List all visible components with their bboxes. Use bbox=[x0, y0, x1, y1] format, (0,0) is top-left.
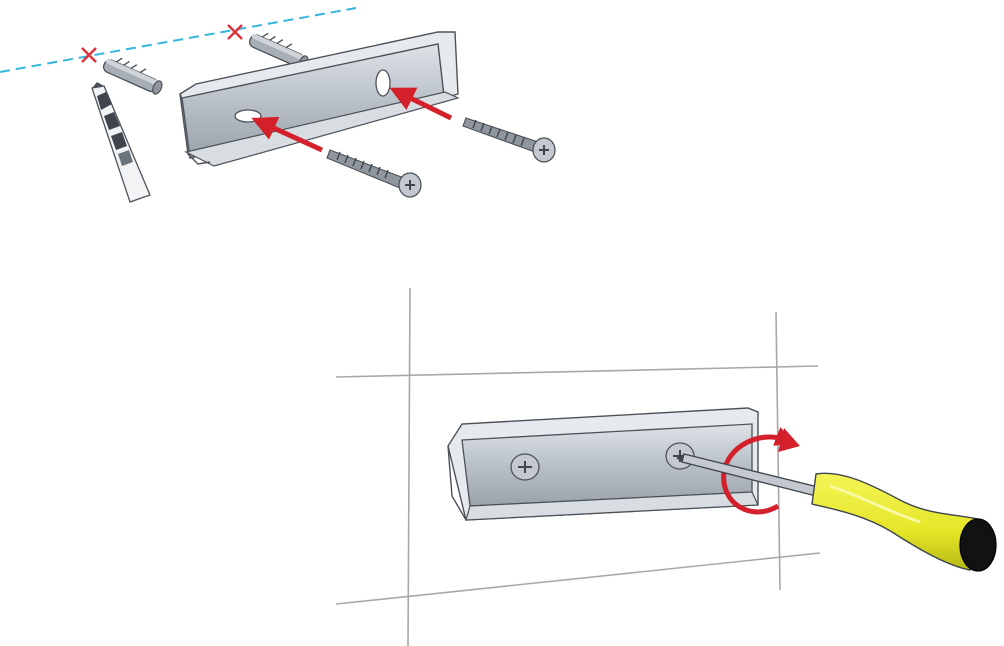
mounted-bracket bbox=[447, 407, 759, 521]
mounting-bracket bbox=[179, 31, 460, 167]
step-1-panel bbox=[0, 7, 556, 203]
screwdriver-icon bbox=[676, 453, 997, 572]
screw-icon bbox=[462, 117, 556, 163]
step-2-panel bbox=[335, 287, 997, 646]
drill-guide-line bbox=[0, 7, 357, 73]
screwdriver-end-cap bbox=[959, 518, 997, 572]
drill-bit-icon bbox=[91, 82, 151, 203]
insert-arrow bbox=[389, 87, 453, 121]
wall-plug-icon bbox=[102, 57, 163, 95]
tile-grid bbox=[335, 287, 821, 646]
drill-mark-right bbox=[227, 24, 243, 40]
keyhole-slot bbox=[375, 69, 391, 97]
insert-arrow bbox=[251, 116, 324, 153]
screw-icon bbox=[326, 149, 422, 198]
rotation-arrow-tip bbox=[778, 428, 800, 452]
screw-head-icon bbox=[510, 453, 540, 481]
drill-mark-left bbox=[81, 47, 97, 63]
